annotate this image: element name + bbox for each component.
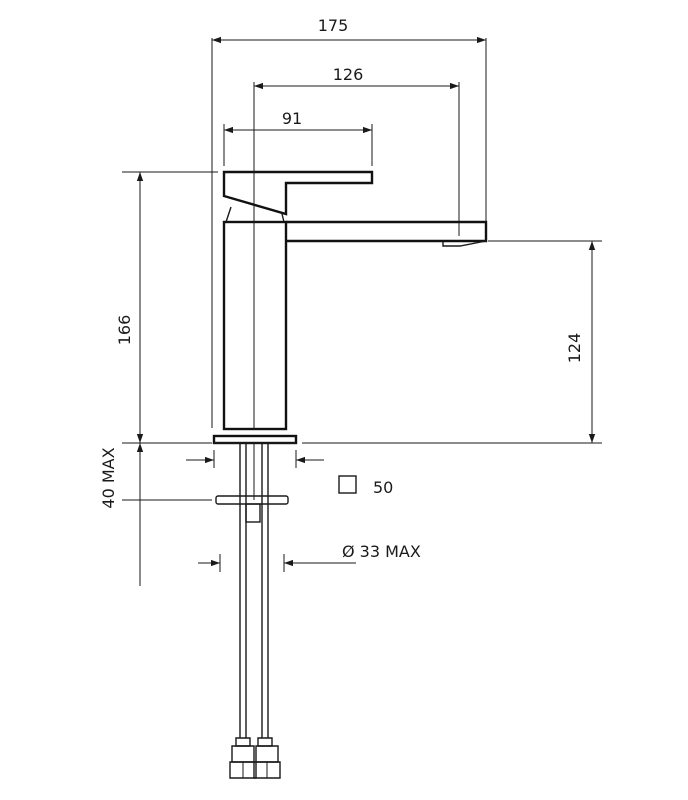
cartridge-neck [225,206,285,223]
dim-base-size: 50 [373,478,393,497]
dim-spout-height: 124 [565,333,584,364]
mounting-washer [215,495,289,505]
dim-overall-width: 175 [318,16,349,35]
dimension-lines [136,36,596,586]
dim-total-height: 166 [115,315,134,346]
faucet-column [222,220,288,431]
dim-lever-length: 91 [282,109,302,128]
dim-max-hole-diameter: Ø 33 MAX [342,542,421,561]
base-plate [212,434,298,445]
spout-aerator [442,240,487,247]
extension-lines [122,38,602,572]
dim-max-deck-thickness: 40 MAX [99,447,118,508]
hose-fittings [229,737,281,779]
dim-spout-reach: 126 [333,65,364,84]
threaded-stud [245,503,261,523]
spout [286,220,488,243]
supply-hoses [239,443,269,738]
lever-handle [222,170,374,216]
faucet-body [212,170,488,779]
square-symbol-icon [338,475,357,494]
